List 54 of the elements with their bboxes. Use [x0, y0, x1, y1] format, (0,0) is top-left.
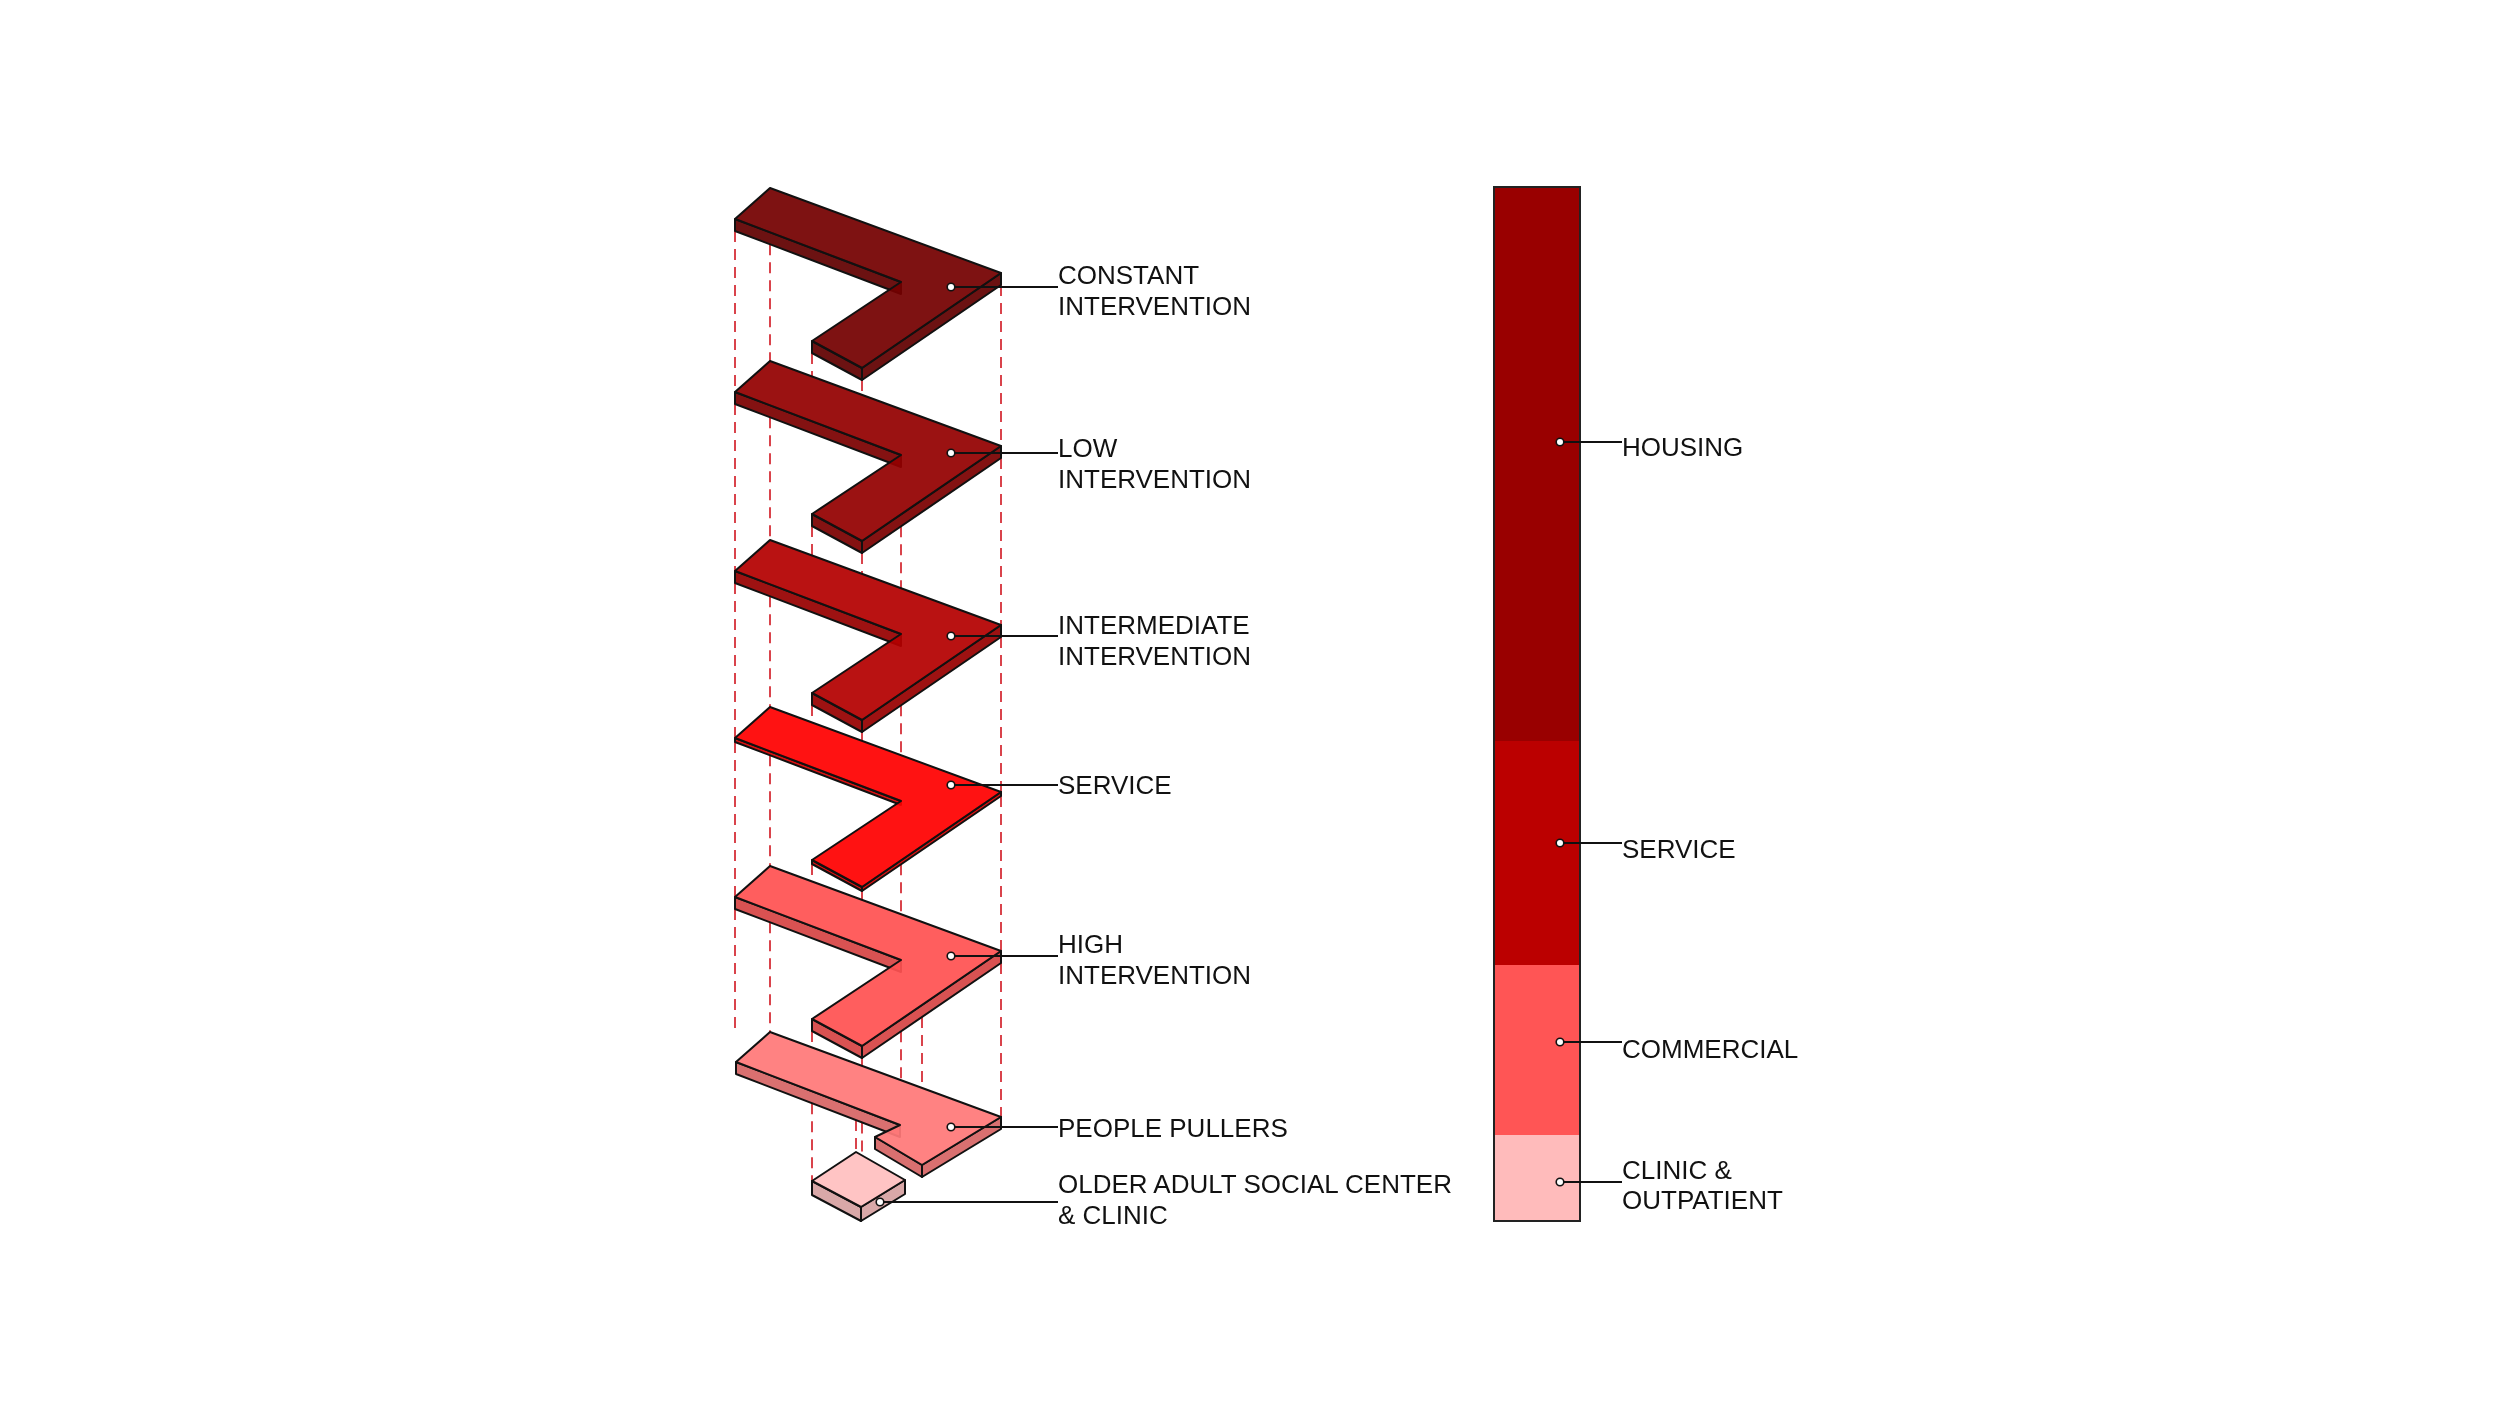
- dashed-projection-line: [861, 890, 863, 901]
- dashed-projection-line: [1000, 636, 1002, 793]
- bar-segment: [1495, 741, 1579, 965]
- dashed-projection-line: [734, 908, 736, 1031]
- callout-label: CLINIC & OUTPATIENT: [1622, 1155, 1812, 1215]
- callout-label: PEOPLE PULLERS: [1058, 1113, 1358, 1144]
- dashed-projection-line: [811, 1102, 813, 1182]
- dashed-projection-line: [811, 525, 813, 557]
- bar-segment: [1495, 965, 1579, 1135]
- floor-slab: [810, 1150, 907, 1223]
- dashed-projection-line: [811, 352, 813, 378]
- callout-label: HOUSING: [1622, 432, 1842, 463]
- dashed-projection-line: [1000, 795, 1002, 952]
- dashed-projection-line: [734, 403, 736, 572]
- floor-slab: [733, 864, 1003, 1060]
- callout-label: CONSTANT INTERVENTION: [1058, 260, 1273, 322]
- dashed-projection-line: [861, 552, 863, 575]
- leader-line: [1555, 838, 1623, 848]
- stacked-bar: [1493, 186, 1581, 1222]
- floor-slab: [733, 359, 1003, 555]
- dashed-projection-line: [861, 731, 863, 742]
- dashed-projection-line: [861, 1057, 863, 1067]
- leader-line: [1555, 1037, 1623, 1047]
- floor-slab: [733, 538, 1003, 734]
- leader-line: [1555, 437, 1623, 447]
- dashed-projection-line: [769, 921, 771, 1033]
- dashed-projection-line: [734, 582, 736, 739]
- dashed-projection-line: [769, 243, 771, 362]
- leader-line: [946, 951, 1059, 961]
- bar-segment: [1495, 1135, 1579, 1220]
- dashed-projection-line: [1000, 457, 1002, 626]
- callout-label: OLDER ADULT SOCIAL CENTER & CLINIC: [1058, 1169, 1468, 1231]
- leader-line: [946, 780, 1059, 790]
- floor-slab: [733, 186, 1003, 382]
- callout-label: SERVICE: [1058, 770, 1318, 801]
- callout-label: HIGH INTERVENTION: [1058, 929, 1273, 991]
- floor-slab: [734, 1030, 1003, 1179]
- bar-segment: [1495, 188, 1579, 741]
- leader-line: [875, 1197, 1059, 1207]
- callout-label: SERVICE: [1622, 834, 1842, 865]
- leader-line: [946, 1122, 1059, 1132]
- dashed-projection-line: [769, 754, 771, 867]
- leader-line: [946, 448, 1059, 458]
- dashed-projection-line: [1000, 962, 1002, 1118]
- floor-slab: [733, 705, 1003, 893]
- dashed-projection-line: [900, 525, 902, 590]
- callout-label: COMMERCIAL: [1622, 1034, 1862, 1065]
- callout-label: LOW INTERVENTION: [1058, 433, 1273, 495]
- leader-line: [946, 631, 1059, 641]
- callout-label: INTERMEDIATE INTERVENTION: [1058, 610, 1273, 672]
- leader-line: [946, 282, 1059, 292]
- dashed-projection-line: [734, 741, 736, 898]
- dashed-projection-line: [769, 595, 771, 708]
- leader-line: [1555, 1177, 1623, 1187]
